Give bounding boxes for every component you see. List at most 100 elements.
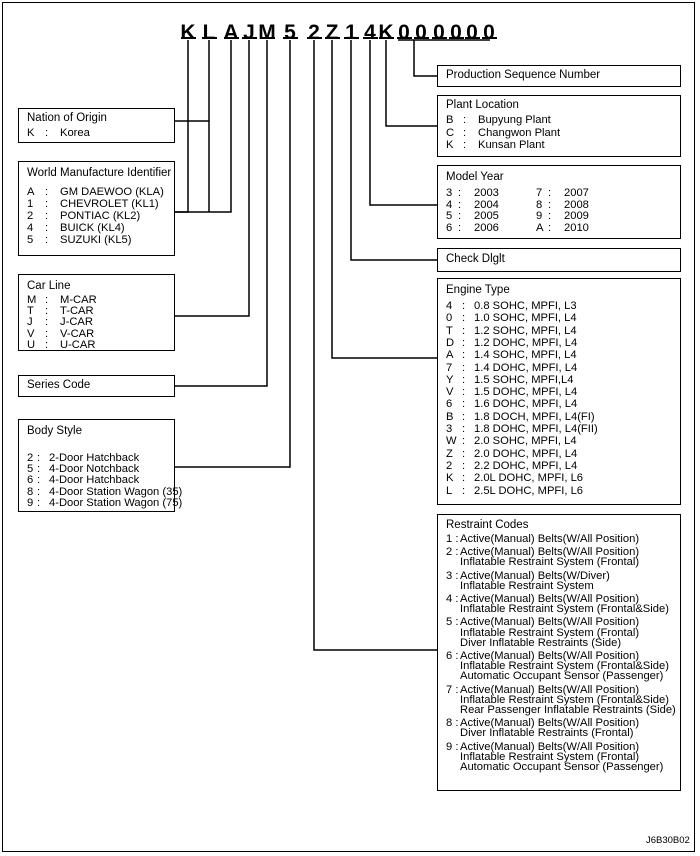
- restraint-code-description: Inflatable Restraint System (Frontal): [460, 626, 640, 639]
- separator: :: [45, 294, 49, 306]
- code: 6: [446, 221, 453, 234]
- code: 8: [27, 485, 34, 498]
- code: 5: [27, 463, 34, 476]
- body-style-title: Body Style: [27, 425, 82, 437]
- separator: :: [548, 187, 552, 199]
- code: 7: [536, 187, 543, 199]
- vin-character-underline: [180, 37, 196, 39]
- vin-character: J: [243, 21, 255, 44]
- description: 4-Door Notchback: [49, 463, 140, 476]
- description: 0.8 SOHC, MPFI, L3: [474, 300, 577, 312]
- separator: :: [45, 222, 49, 234]
- separator: :: [458, 210, 462, 222]
- restraint-code-description: Inflatable Restraint System (Frontal): [460, 750, 640, 763]
- vin-character: Z: [325, 21, 339, 44]
- separator: :: [462, 349, 466, 362]
- separator: :: [462, 373, 466, 386]
- separator: :: [462, 447, 466, 460]
- code: U: [27, 338, 36, 351]
- engine-type-title: Engine Type: [446, 284, 510, 296]
- code: K: [446, 472, 454, 485]
- description: 2.0 DOHC, MPFI, L4: [474, 447, 578, 460]
- restraint-code-description: Inflatable Restraint System (Frontal&Sid…: [460, 603, 669, 616]
- description: U-CAR: [60, 338, 96, 351]
- connector-4-year: [369, 40, 437, 206]
- restraint-code-number: 5 :: [446, 616, 459, 629]
- vin-character: 0: [398, 21, 410, 44]
- separator: :: [462, 472, 466, 485]
- description: 1.5 DOHC, MPFI, L4: [474, 386, 578, 399]
- code: K: [27, 127, 35, 139]
- description: 1.0 SOHC, MPFI, L4: [474, 312, 577, 325]
- restraint-code-description: Active(Manual) Belts(W/All Position): [460, 533, 640, 545]
- separator: :: [548, 198, 552, 211]
- connector-k-nation: [175, 40, 189, 122]
- description: 1.6 DOHC, MPFI, L4: [474, 398, 578, 411]
- restraint-code-description: Diver Inflatable Restraints (Side): [460, 636, 622, 649]
- restraint-code-description: Automatic Occupant Sensor (Passenger): [460, 670, 664, 683]
- production-sequence-box: Production Sequence Number: [437, 65, 681, 87]
- separator: :: [463, 126, 467, 139]
- description: SUZUKI (KL5): [60, 234, 132, 246]
- description: 2.0L DOHC, MPFI, L6: [474, 472, 584, 485]
- connector-k-wmi: [175, 121, 189, 213]
- separator: :: [45, 210, 49, 222]
- code: 4: [446, 198, 453, 211]
- plant-location-title: Plant Location: [446, 99, 519, 111]
- restraint-code-description: Active(Manual) Belts(W/All Position): [460, 683, 640, 696]
- description: 1.4 SOHC, MPFI, L4: [474, 349, 577, 362]
- vin-character: K: [180, 21, 196, 44]
- description: 2-Door Hatchback: [49, 452, 140, 464]
- series-code-box: Series Code: [18, 375, 175, 397]
- description: PONTIAC (KL2): [60, 210, 141, 222]
- code: J: [27, 316, 33, 329]
- check-digit-title: Check Dlglt: [446, 253, 505, 265]
- code: 2: [27, 210, 34, 222]
- code: Z: [446, 447, 453, 460]
- restraint-code-description: Diver Inflatable Restraints (Frontal): [460, 727, 634, 740]
- vin-character: 0: [433, 21, 445, 44]
- vin-character-underline: [448, 37, 464, 39]
- code: A: [536, 221, 544, 234]
- vin-character: 2: [308, 21, 320, 44]
- code: B: [446, 114, 454, 126]
- code: V: [27, 327, 35, 340]
- vin-character: 0: [450, 21, 462, 44]
- figure-id: J6B30B02: [646, 835, 690, 846]
- restraint-code-number: 1 :: [446, 533, 459, 545]
- code: B: [446, 410, 454, 423]
- separator: :: [462, 435, 466, 448]
- description: 1.2 DOHC, MPFI, L4: [474, 336, 578, 349]
- separator: :: [45, 327, 49, 340]
- restraint-code-description: Active(Manual) Belts(W/All Position): [460, 593, 640, 605]
- code: A: [446, 349, 454, 362]
- separator: :: [45, 316, 49, 329]
- separator: :: [462, 484, 466, 497]
- vin-character: A: [223, 21, 239, 44]
- separator: :: [462, 386, 466, 399]
- vin-character-underline: [464, 37, 480, 39]
- description: GM DAEWOO (KLA): [60, 186, 164, 198]
- restraint-code-number: 2 :: [446, 546, 459, 559]
- code: 1: [27, 198, 34, 210]
- description: 2005: [474, 210, 499, 222]
- connector-a-wmi: [175, 40, 232, 213]
- vin-character-underline: [396, 37, 412, 39]
- vin-character: 5: [284, 21, 296, 44]
- description: Korea: [60, 127, 90, 139]
- separator: :: [45, 186, 49, 198]
- separator: :: [548, 210, 552, 222]
- connector-1-check: [350, 40, 437, 261]
- connector-z-engine: [331, 40, 437, 359]
- description: T-CAR: [60, 305, 94, 318]
- vin-character-underline: [413, 37, 429, 39]
- separator: :: [37, 496, 41, 509]
- restraint-code-description: Inflatable Restraint System (Frontal): [460, 556, 640, 569]
- code: T: [27, 305, 34, 318]
- code: 2: [446, 459, 453, 472]
